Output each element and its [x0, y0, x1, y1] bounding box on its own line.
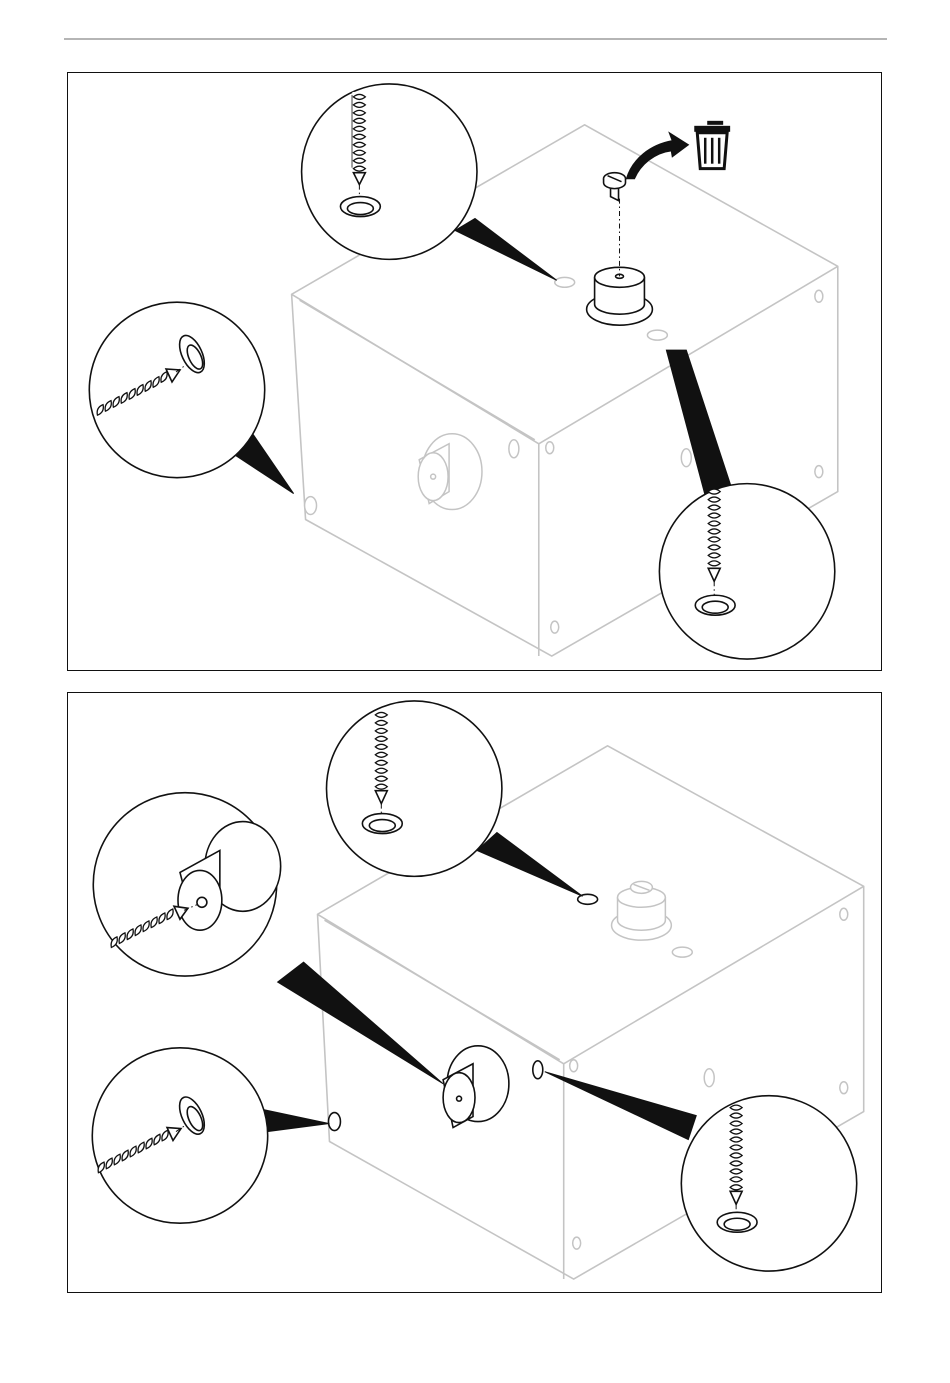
panel-2 — [67, 692, 882, 1293]
side-hole-detail — [92, 1048, 267, 1223]
top-hole-detail — [302, 84, 477, 259]
screw-icon — [604, 173, 626, 201]
panel-1-illustration — [68, 73, 881, 670]
pointer-top-hole — [477, 833, 583, 897]
pointer-port-fitting — [278, 962, 443, 1084]
header-rule — [64, 38, 887, 40]
port-fitting — [443, 1046, 509, 1128]
top-boss — [587, 199, 653, 326]
side-hole — [328, 1061, 542, 1131]
port-fitting-detail — [93, 793, 280, 976]
panel-1 — [67, 72, 882, 671]
side-hole-detail — [89, 302, 264, 477]
screw-removal-arrow-icon — [626, 133, 688, 179]
pointer-side-hole — [264, 1110, 330, 1132]
pointer-top-hole — [455, 219, 557, 281]
pointer-front-hole — [666, 350, 732, 499]
corner-hole-detail — [681, 1096, 856, 1271]
top-hole-detail — [326, 701, 501, 876]
panel-2-illustration — [68, 693, 881, 1292]
front-hole-detail — [659, 484, 834, 659]
trash-bin-icon — [694, 121, 730, 169]
pointer-corner-hole — [545, 1072, 696, 1140]
